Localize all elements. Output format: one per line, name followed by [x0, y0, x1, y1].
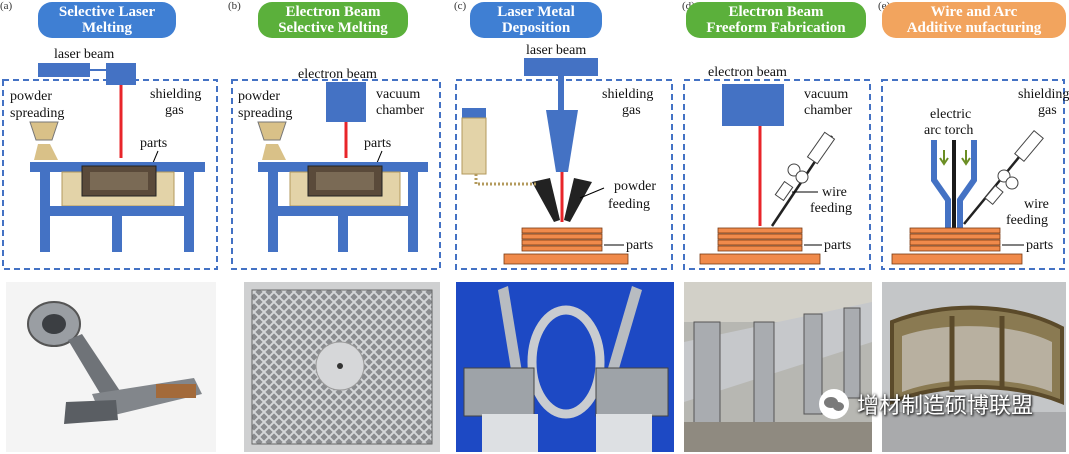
- vacuum-label-1: vacuum: [376, 87, 420, 102]
- title-line: Selective Melting: [278, 20, 388, 36]
- panel-ebsm: (b) Electron Beam Selective Melting elec…: [228, 0, 448, 454]
- feeder-cap: [462, 108, 486, 118]
- title-line: Electron Beam: [285, 4, 381, 20]
- title-line: Freeform Fabrication: [706, 20, 846, 36]
- gas-label-2: gas: [622, 103, 641, 118]
- parts-label: parts: [824, 238, 851, 253]
- lattice-mesh-plate: [244, 282, 440, 452]
- title-line: Laser Metal: [497, 4, 575, 20]
- torch-nozzle-left: [931, 140, 951, 228]
- powder-label: powder: [10, 89, 52, 104]
- aluminum-frame-part: [684, 282, 872, 452]
- piston-rod: [112, 216, 122, 252]
- gas-label-2: gas: [1038, 103, 1057, 118]
- title-pill: Electron Beam Selective Melting: [258, 2, 408, 38]
- title-line: Melting: [82, 20, 132, 36]
- torch-nozzle-right: [957, 140, 977, 228]
- powder-nozzle-right: [564, 178, 592, 222]
- electron-gun: [722, 84, 784, 126]
- ebf3-schematic: electron beam vacuum chamber wire feedin…: [683, 65, 871, 270]
- gas-label-1: shielding: [1018, 87, 1069, 102]
- electron-gun: [326, 82, 366, 122]
- title-line: Deposition: [501, 20, 571, 36]
- feed-label-2: feeding: [810, 201, 852, 216]
- laser-source: [524, 58, 598, 76]
- feed-label-2: feeding: [1006, 213, 1048, 228]
- title-line: Selective Laser: [58, 4, 156, 20]
- build-part-core: [90, 172, 148, 190]
- title-pill: Selective Laser Melting: [38, 2, 176, 38]
- source-label: electron beam: [708, 65, 787, 80]
- source-label: laser beam: [54, 47, 114, 62]
- gas-label-1: shielding: [150, 87, 201, 102]
- parts-label: parts: [1026, 238, 1053, 253]
- vacuum-label-2: chamber: [376, 103, 425, 118]
- watermark: 增材制造硕博联盟: [818, 388, 1033, 420]
- wechat-icon: [818, 389, 849, 419]
- torch-label-2: arc torch: [924, 123, 973, 138]
- ring-structure-parts: [456, 282, 674, 452]
- chamber-outline: [2, 79, 218, 270]
- powder-label: powder: [238, 89, 280, 104]
- vacuum-label-1: vacuum: [804, 87, 848, 102]
- ebsm-schematic: electron beam powder spreading vacuum ch…: [231, 67, 441, 270]
- title-pill: Electron Beam Freeform Fabrication: [686, 2, 866, 38]
- vacuum-label-2: chamber: [804, 103, 853, 118]
- panel-ebf3: (d) Electron Beam Freeform Fabrication e…: [682, 0, 874, 454]
- parts-label: parts: [364, 136, 391, 151]
- slm-schematic: laser beam powder spreading shielding ga…: [2, 47, 218, 270]
- watermark-text: 增材制造硕博联盟: [856, 394, 1033, 419]
- powder-feeder: [461, 117, 487, 175]
- waam-schematic: electric arc torch shielding gas wire fe…: [881, 79, 1069, 270]
- parts-label: parts: [140, 136, 167, 151]
- laser-source: [38, 63, 90, 77]
- feed-label-1: wire: [822, 185, 847, 200]
- title-pill: Wire and Arc Additive nufacturing: [882, 2, 1066, 38]
- nozzle-cone: [546, 110, 578, 172]
- source-label: laser beam: [526, 43, 586, 58]
- feed-label-1: wire: [1024, 197, 1049, 212]
- title-pill: Laser Metal Deposition: [470, 2, 602, 38]
- title-line: Additive nufacturing: [906, 20, 1042, 36]
- powder-pile: [34, 144, 58, 160]
- torch-label-1: electric: [930, 107, 971, 122]
- powder-nozzle-left: [532, 178, 560, 222]
- panel-letter: (b): [228, 0, 241, 12]
- powder-hopper: [29, 121, 59, 141]
- panel-slm: (a) Selective Laser Melting laser beam p…: [0, 0, 222, 454]
- lmd-schematic: laser beam shielding gas powder feeding …: [455, 43, 673, 270]
- panel-waam: (e) Wire and Arc Additive nufacturing el…: [878, 0, 1069, 454]
- panel-letter: (a): [0, 0, 13, 12]
- titanium-bracket-part: [6, 282, 216, 452]
- source-label: electron beam: [298, 67, 377, 82]
- panel-letter: (c): [454, 0, 467, 12]
- frame-right: [184, 172, 194, 252]
- wall-structure-part: [882, 282, 1066, 452]
- frame-left: [40, 172, 50, 252]
- piston-plate: [50, 206, 184, 216]
- feed-label-1: powder: [614, 179, 656, 194]
- title-line: Wire and Arc: [930, 4, 1018, 20]
- spreading-label: spreading: [10, 106, 64, 121]
- scanner-head: [106, 63, 136, 85]
- feed-label-2: feeding: [608, 197, 650, 212]
- parts-label: parts: [626, 238, 653, 253]
- panel-lmd: (c) Laser Metal Deposition laser beam sh…: [454, 0, 676, 454]
- title-line: Electron Beam: [728, 4, 824, 20]
- gas-label-2: gas: [165, 103, 184, 118]
- spreading-label: spreading: [238, 106, 292, 121]
- gas-label-1: shielding: [602, 87, 653, 102]
